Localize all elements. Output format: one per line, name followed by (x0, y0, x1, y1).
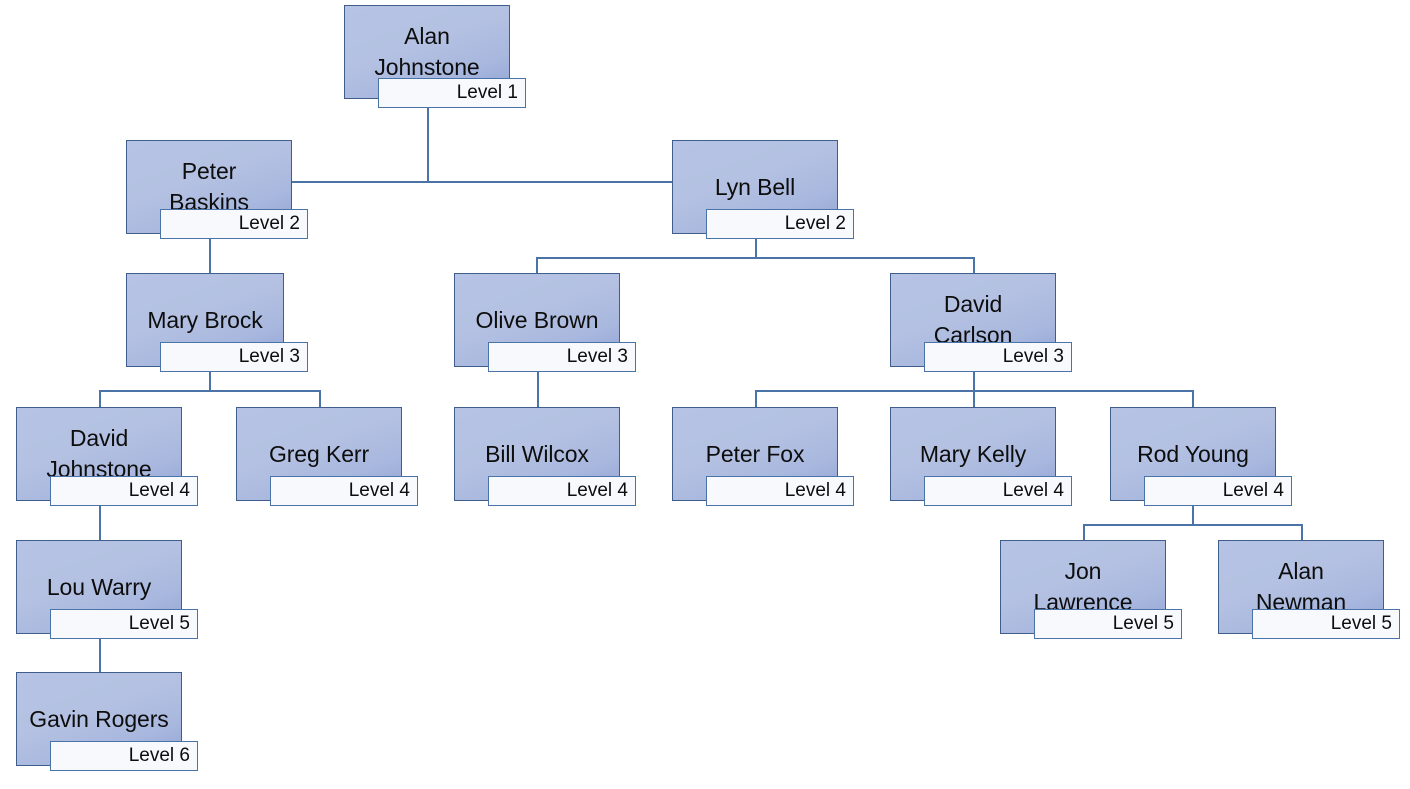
org-node-level-text: Level 5 (128, 613, 190, 634)
org-node-level-text: Level 4 (784, 480, 846, 501)
org-node-level-badge: Level 4 (488, 476, 636, 506)
org-node-level-text: Level 4 (128, 480, 190, 501)
org-node-level-text: Level 5 (1112, 613, 1174, 634)
org-node-level-badge: Level 3 (488, 342, 636, 372)
connector-c-l1-bus (209, 181, 673, 183)
org-node-name: Mary Kelly (919, 440, 1027, 467)
org-node-level-text: Level 5 (1330, 613, 1392, 634)
connector-c-n12-down (1192, 506, 1194, 524)
org-node-name: Gavin Rogers (29, 705, 169, 732)
connector-c-n12-bus (1083, 524, 1303, 526)
org-node-level-badge: Level 2 (706, 209, 854, 239)
org-node-level-badge: Level 4 (1144, 476, 1292, 506)
org-node-level-text: Level 1 (456, 82, 518, 103)
org-node-level-badge: Level 4 (270, 476, 418, 506)
org-node-box[interactable]: Alan Newman (1218, 540, 1384, 634)
connector-c-root-down (427, 108, 429, 182)
org-node-name: Mary Brock (147, 306, 263, 333)
org-node-level-badge: Level 5 (50, 609, 198, 639)
org-node-level-text: Level 3 (238, 346, 300, 367)
org-node-level-text: Level 2 (784, 213, 846, 234)
org-node-name: Greg Kerr (268, 440, 370, 467)
connector-c-n6-down (973, 372, 975, 390)
connector-c-n15-up (1301, 524, 1303, 541)
connector-c-n7-to-n13 (99, 506, 101, 541)
connector-c-n5-to-n9 (537, 372, 539, 408)
connector-c-n6-up (973, 257, 975, 274)
org-node-name: Bill Wilcox (485, 440, 589, 467)
org-node-level-text: Level 4 (566, 480, 628, 501)
org-node-level-badge: Level 4 (706, 476, 854, 506)
connector-c-n4-down (209, 372, 211, 390)
org-node-level-badge: Level 3 (924, 342, 1072, 372)
org-node-name: Olive Brown (475, 306, 599, 333)
org-node-level-text: Level 3 (566, 346, 628, 367)
org-node-level-text: Level 3 (1002, 346, 1064, 367)
org-node-level-text: Level 4 (348, 480, 410, 501)
org-node-name: Lyn Bell (714, 173, 796, 200)
org-node-level-text: Level 2 (238, 213, 300, 234)
connector-c-n5-up (536, 257, 538, 274)
connector-c-n14-up (1083, 524, 1085, 541)
org-node-level-badge: Level 4 (50, 476, 198, 506)
org-node-level-badge: Level 5 (1252, 609, 1400, 639)
org-node-level-badge: Level 6 (50, 741, 198, 771)
connector-c-n12-up (1192, 390, 1194, 408)
connector-c-n4-bus (99, 390, 320, 392)
org-node-level-badge: Level 5 (1034, 609, 1182, 639)
org-node-name: Peter Fox (705, 440, 805, 467)
connector-c-n8-up (319, 390, 321, 408)
connector-c-n11-up (973, 390, 975, 408)
connector-c-l2-bus (536, 257, 974, 259)
org-node-name: Lou Warry (46, 573, 152, 600)
org-node-level-text: Level 6 (128, 745, 190, 766)
org-node-name: Alan Johnstone (374, 23, 480, 80)
org-node-level-badge: Level 4 (924, 476, 1072, 506)
connector-c-n7-up (99, 390, 101, 408)
org-node-level-badge: Level 3 (160, 342, 308, 372)
org-node-level-text: Level 4 (1002, 480, 1064, 501)
connector-c-n3-down (755, 239, 757, 257)
org-node-level-text: Level 4 (1222, 480, 1284, 501)
org-node-level-badge: Level 1 (378, 78, 526, 108)
connector-c-n13-to-n16 (99, 639, 101, 673)
org-node-name: Rod Young (1137, 440, 1249, 467)
org-node-level-badge: Level 2 (160, 209, 308, 239)
connector-c-n2-to-n4 (209, 239, 211, 274)
connector-c-n10-up (755, 390, 757, 408)
